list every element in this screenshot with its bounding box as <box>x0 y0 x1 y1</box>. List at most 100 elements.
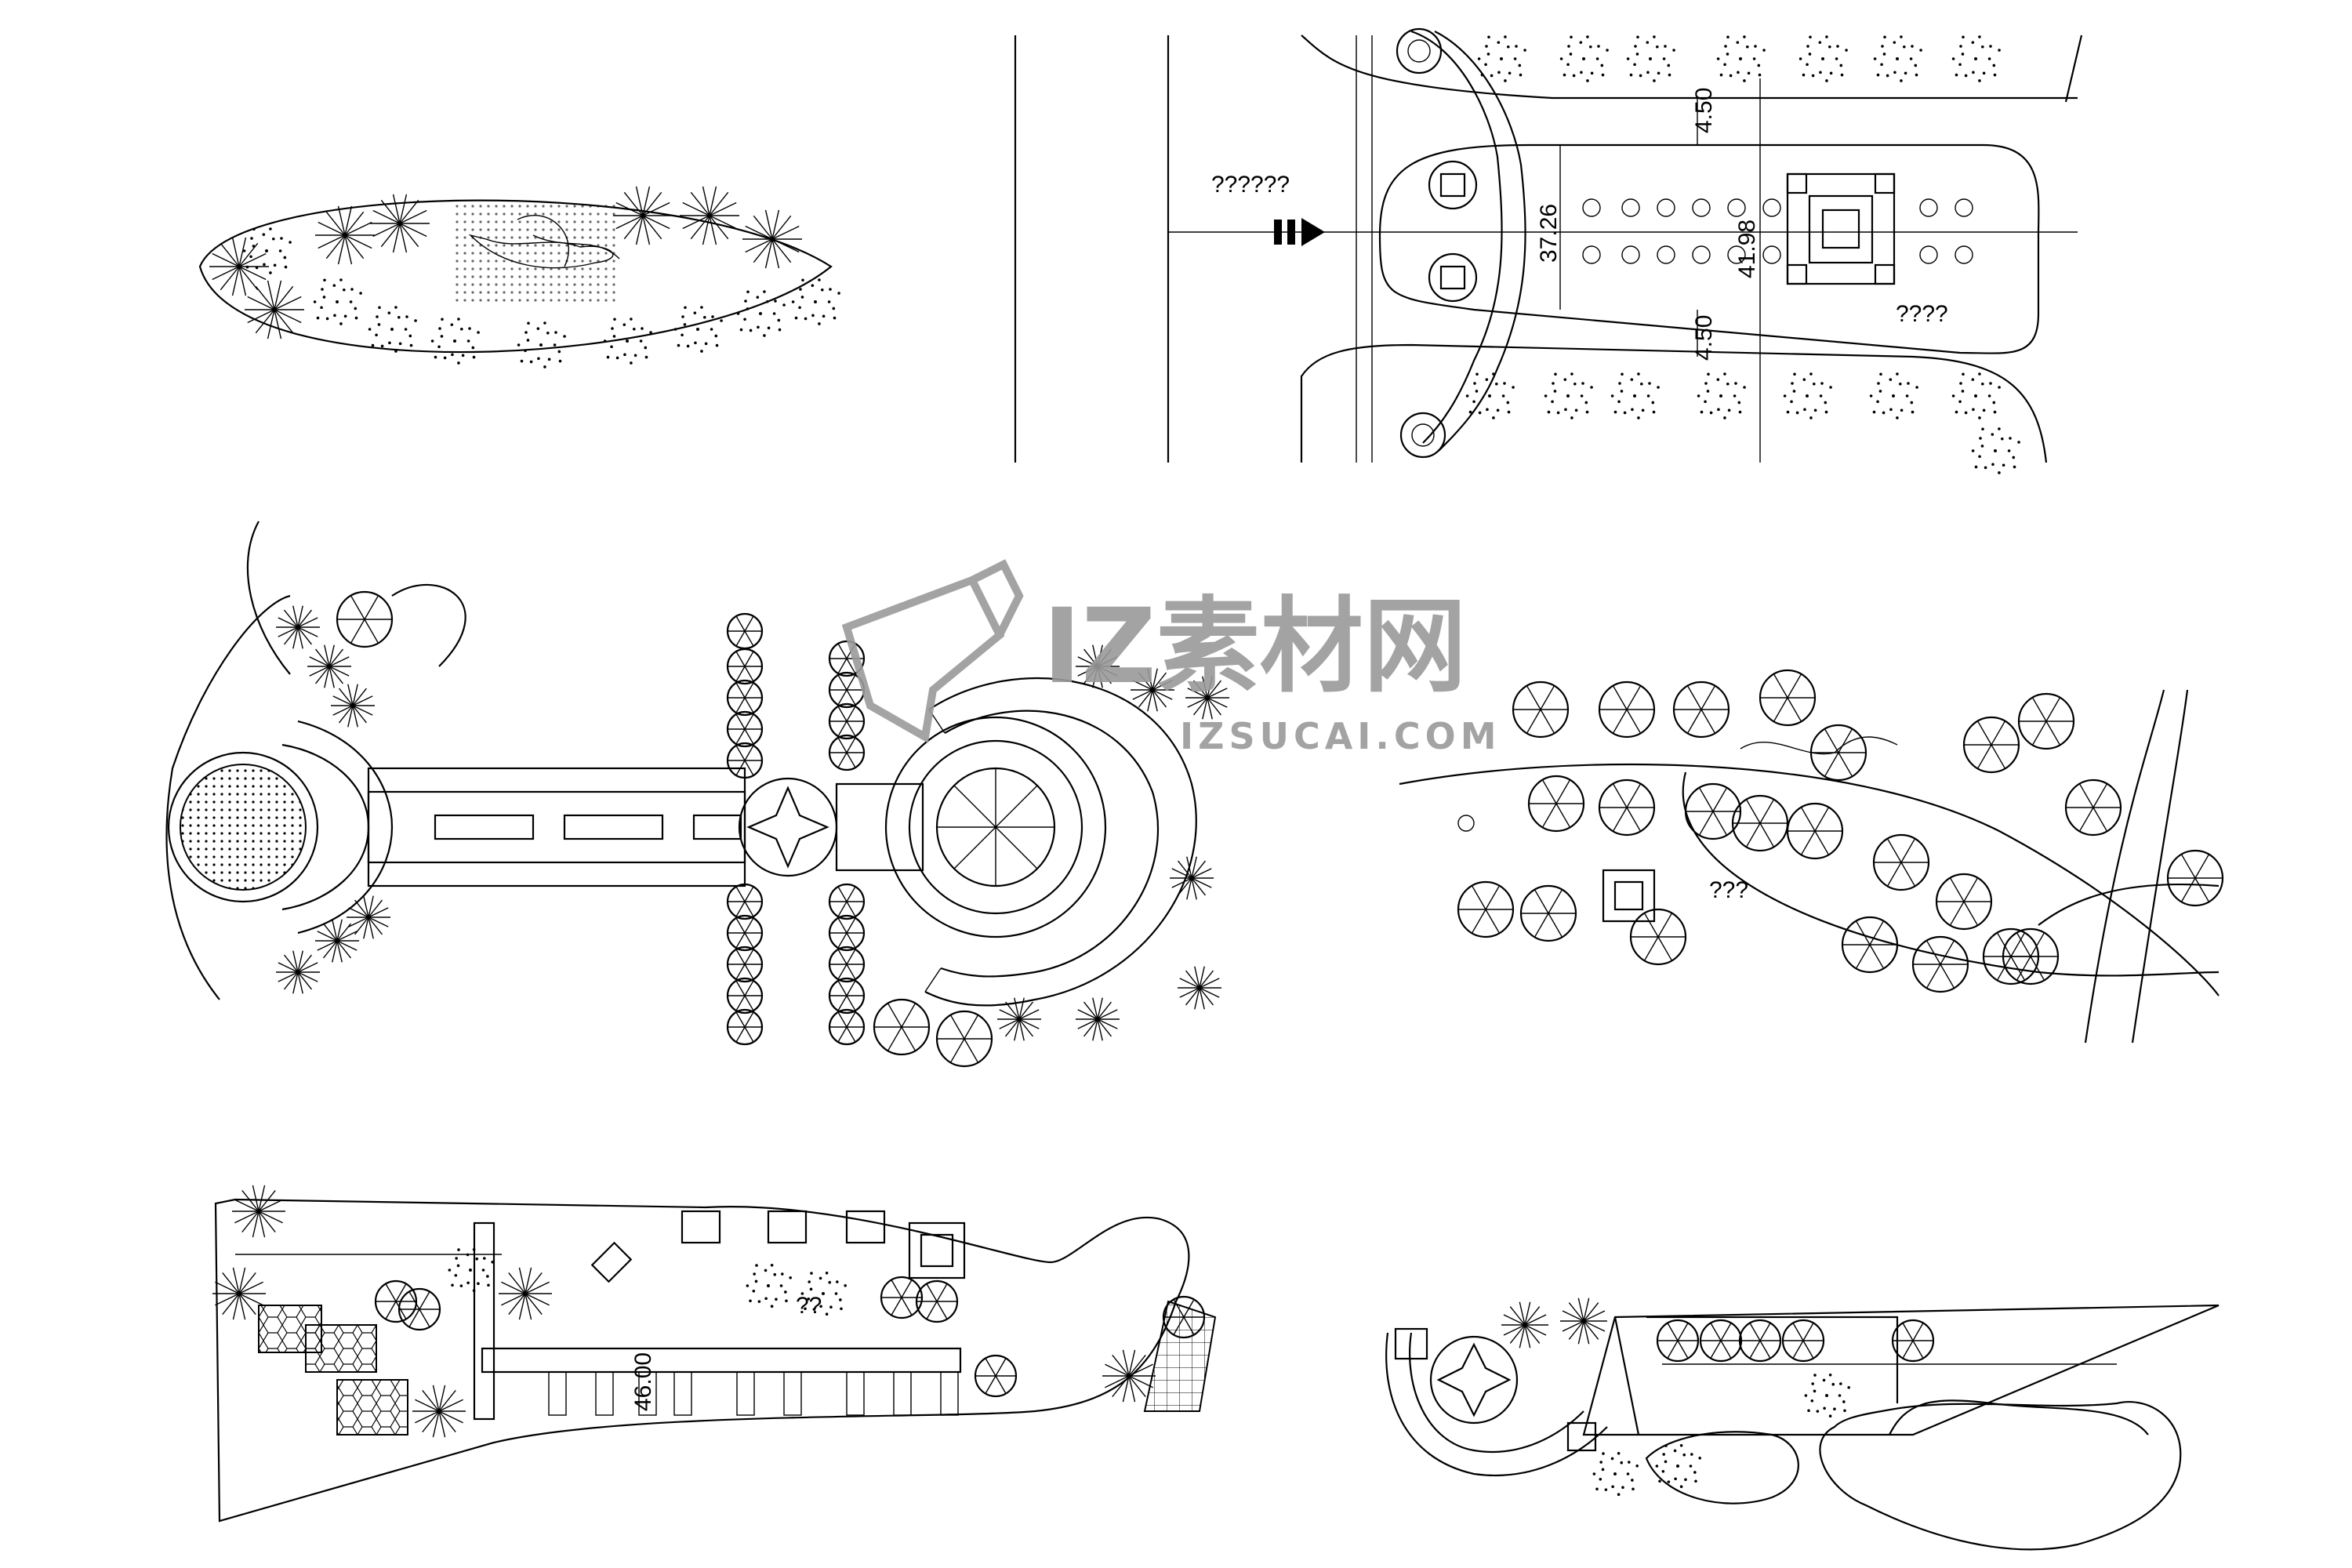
tree-symbol-icon <box>1873 35 1922 82</box>
tree-symbol-icon <box>1962 716 2020 774</box>
tree-symbol-icon <box>915 1279 959 1323</box>
tree-symbol-icon <box>828 640 866 677</box>
tree-symbol-icon <box>1804 1373 1850 1418</box>
tree-symbol-icon <box>245 280 304 339</box>
tree-symbol-icon <box>276 950 320 994</box>
tree-symbol-icon <box>726 648 764 685</box>
tree-symbol-icon <box>1951 372 2001 419</box>
tree-symbol-icon <box>1076 644 1120 688</box>
tree-symbol-icon <box>1684 782 1742 840</box>
tree-symbol-icon <box>499 1267 552 1320</box>
tree-symbol-icon <box>726 977 764 1014</box>
tree-symbol-icon <box>746 1263 792 1308</box>
tree-symbol-icon <box>726 914 764 952</box>
tree-symbol-icon <box>1185 676 1229 720</box>
note-label: ?? <box>796 1293 822 1319</box>
tree-symbol-icon <box>1465 372 1515 419</box>
plan-top-right-boulevard: ?????? ???? 4.50 4.50 37.26 41.98 <box>1014 27 2083 474</box>
tree-symbol-icon <box>212 1267 266 1320</box>
dim-width-label: 37.26 <box>1536 204 1562 263</box>
plan-middle-right-park: ??? <box>1399 669 2224 1044</box>
watermark-logo-icon <box>841 559 1024 743</box>
tree-symbol-icon <box>1477 35 1526 82</box>
tree-symbol-icon <box>800 1271 847 1316</box>
tree-symbol-icon <box>1841 916 1899 974</box>
tree-symbol-icon <box>736 290 786 337</box>
plan-bottom-right-triangle <box>1385 1298 2220 1551</box>
tree-symbol-icon <box>680 186 739 245</box>
tree-symbol-icon <box>1598 779 1656 837</box>
tree-symbol-icon <box>828 946 866 983</box>
tree-symbol-icon <box>603 318 652 365</box>
tree-symbol-icon <box>1560 1298 1607 1345</box>
tree-symbol-icon <box>370 194 430 253</box>
tree-symbol-icon <box>1935 873 1993 931</box>
tree-symbol-icon <box>1759 669 1817 727</box>
plan-middle-left-plaza <box>165 521 1229 1068</box>
tree-symbol-icon <box>726 742 764 779</box>
tree-symbol-icon <box>1809 724 1867 782</box>
tree-symbol-icon <box>1102 1349 1156 1403</box>
tree-symbol-icon <box>1544 372 1593 419</box>
tree-symbol-icon <box>1592 1451 1639 1497</box>
tree-symbol-icon <box>828 671 866 709</box>
tree-symbol-icon <box>997 997 1041 1041</box>
tree-symbol-icon <box>1656 1319 1700 1363</box>
tree-symbol-icon <box>1869 372 1918 419</box>
tree-symbol-icon <box>374 1279 418 1323</box>
tree-symbol-icon <box>1786 802 1844 860</box>
tree-symbol-icon <box>726 946 764 983</box>
tree-symbol-icon <box>828 1008 866 1046</box>
tree-symbol-icon <box>1076 997 1120 1041</box>
tree-symbol-icon <box>974 1354 1018 1398</box>
tree-symbol-icon <box>2017 692 2075 750</box>
dim-length-label: 46.00 <box>630 1352 656 1411</box>
tree-symbol-icon <box>935 1010 993 1068</box>
tree-symbol-icon <box>828 702 866 740</box>
tree-symbol-icon <box>1131 668 1174 712</box>
note-label: ??? <box>1709 877 1748 903</box>
tree-symbol-icon <box>726 710 764 748</box>
tree-symbol-icon <box>412 1385 466 1438</box>
tree-symbol-icon <box>336 590 394 648</box>
tree-symbol-icon <box>1982 927 2040 985</box>
tree-symbol-icon <box>242 227 292 274</box>
watermark-brand: IZ素材网 <box>1043 586 1467 707</box>
tree-symbol-icon <box>368 306 417 353</box>
tree-symbol-icon <box>1170 856 1214 900</box>
tree-symbol-icon <box>517 321 566 368</box>
tree-symbol-icon <box>828 883 866 920</box>
tree-symbol-icon <box>1178 966 1221 1010</box>
tree-symbol-icon <box>873 998 931 1056</box>
plan-bottom-left-linear-park: 46.00 ?? <box>212 1185 1217 1523</box>
dim-top-label: 4.50 <box>1691 88 1717 133</box>
tree-symbol-icon <box>1781 1319 1825 1363</box>
tree-symbol-icon <box>726 612 764 650</box>
tree-symbol-icon <box>2166 849 2224 907</box>
tree-symbol-icon <box>448 1247 494 1293</box>
note-right-label: ???? <box>1896 301 1948 327</box>
tree-symbol-icon <box>1501 1301 1548 1348</box>
tree-symbol-icon <box>1527 775 1585 833</box>
tree-symbol-icon <box>315 205 375 265</box>
watermark: IZ素材网 IZSUCAI.COM <box>841 559 1501 757</box>
tree-symbol-icon <box>1672 681 1730 739</box>
tree-symbol-icon <box>430 318 480 365</box>
tree-symbol-icon <box>276 605 320 649</box>
tree-symbol-icon <box>1697 372 1746 419</box>
tree-symbol-icon <box>1872 833 1930 891</box>
tree-symbol-icon <box>791 278 840 325</box>
tree-symbol-icon <box>1598 681 1656 739</box>
note-left-label: ?????? <box>1211 172 1290 198</box>
tree-symbol-icon <box>1731 794 1789 852</box>
tree-symbol-icon <box>1162 1295 1206 1339</box>
tree-symbol-icon <box>726 1008 764 1046</box>
plan-top-left-oval <box>198 186 840 368</box>
tree-symbol-icon <box>307 644 351 688</box>
tree-symbol-icon <box>1626 35 1675 82</box>
tree-symbol-icon <box>1951 35 2001 82</box>
watermark-url: IZSUCAI.COM <box>1180 715 1501 757</box>
tree-symbol-icon <box>742 209 802 269</box>
tree-symbol-icon <box>1783 372 1832 419</box>
